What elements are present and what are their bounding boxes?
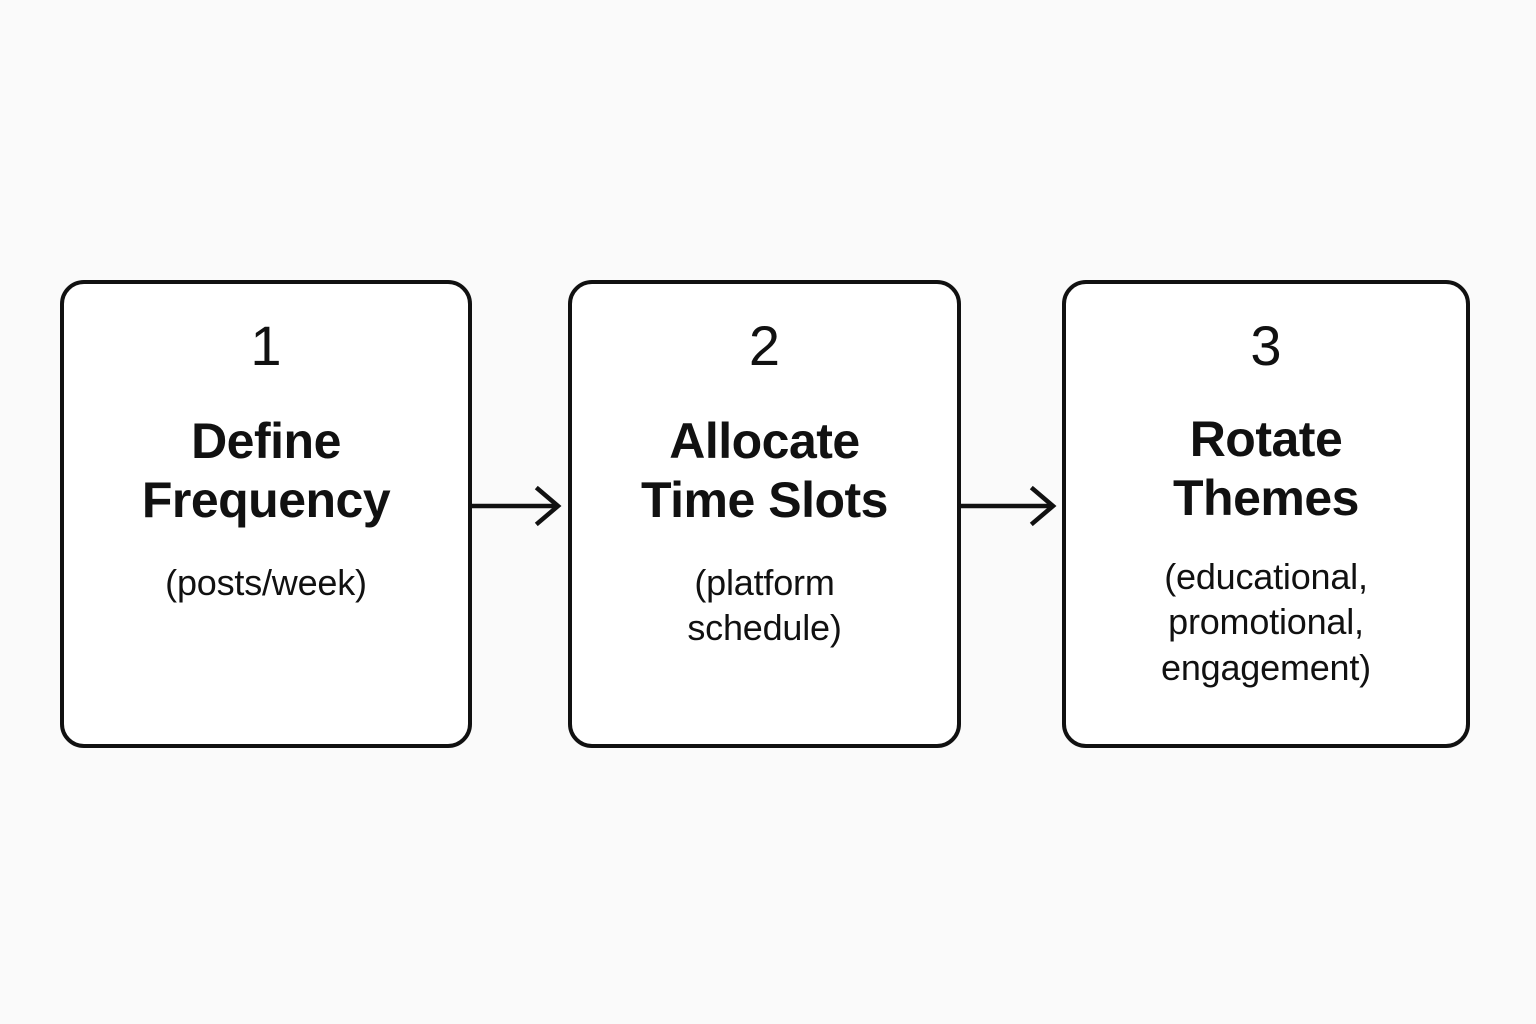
step-2-title-line-2: Time Slots <box>641 472 888 528</box>
step-1-title: Define Frequency <box>141 412 391 530</box>
step-1-title-line-2: Frequency <box>141 472 391 528</box>
step-3-title-line-1: Rotate <box>1189 411 1343 467</box>
flow-step-1[interactable]: 1 Define Frequency (posts/week) <box>60 280 472 748</box>
step-1-subtitle-line-1: (posts/week) <box>165 562 367 603</box>
step-1-number: 1 <box>250 314 282 377</box>
step-2-title: Allocate Time Slots <box>641 412 888 530</box>
step-3-subtitle-line-2: promotional, <box>1168 601 1364 643</box>
connector-arrow-2-to-3 <box>959 478 1065 534</box>
flow-step-2[interactable]: 2 Allocate Time Slots (platform schedule… <box>568 280 961 748</box>
step-2-subtitle: (platform schedule) <box>687 560 841 651</box>
step-2-title-line-1: Allocate <box>669 413 860 469</box>
connector-arrow-1-to-2 <box>470 478 570 534</box>
arrow-right-icon <box>472 485 562 527</box>
flow-step-3[interactable]: 3 Rotate Themes (educational, promotiona… <box>1062 280 1470 748</box>
step-3-subtitle: (educational, promotional, engagement) <box>1161 554 1371 690</box>
step-1-title-line-1: Define <box>191 413 341 469</box>
step-1-subtitle: (posts/week) <box>165 560 367 605</box>
arrow-right-icon <box>961 485 1057 527</box>
step-2-subtitle-line-1: (platform <box>694 562 835 603</box>
step-2-subtitle-line-2: schedule) <box>687 607 842 649</box>
step-3-subtitle-line-3: engagement) <box>1161 646 1371 688</box>
step-3-title: Rotate Themes <box>1173 410 1359 528</box>
step-3-title-line-2: Themes <box>1173 470 1359 526</box>
step-2-number: 2 <box>748 314 781 377</box>
step-3-subtitle-line-1: (educational, <box>1164 556 1368 597</box>
step-3-number: 3 <box>1250 314 1282 377</box>
